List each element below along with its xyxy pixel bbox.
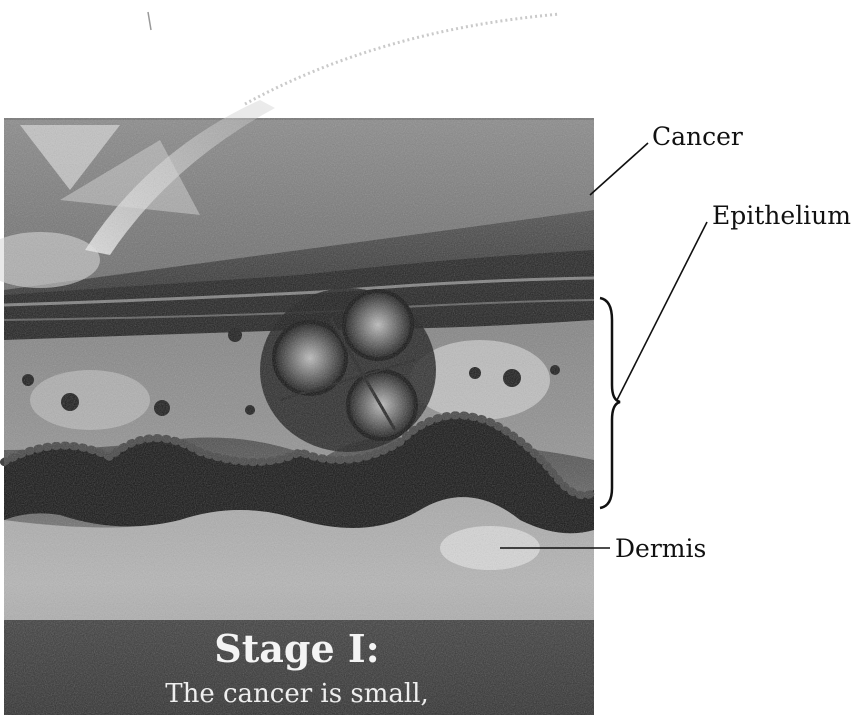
epithelium-leader (617, 222, 707, 400)
dermis-label: Dermis (615, 536, 706, 561)
cancer-leader (590, 143, 648, 195)
epithelium-bracket (600, 298, 620, 508)
tick-mark (148, 12, 151, 30)
faint-arc (245, 14, 560, 104)
cancer-label: Cancer (652, 124, 743, 149)
stage-description: The cancer is small, (0, 679, 594, 709)
tissue-block (0, 100, 594, 715)
stage-title: Stage I: (0, 626, 594, 671)
epithelium-label: Epithelium (712, 203, 851, 228)
